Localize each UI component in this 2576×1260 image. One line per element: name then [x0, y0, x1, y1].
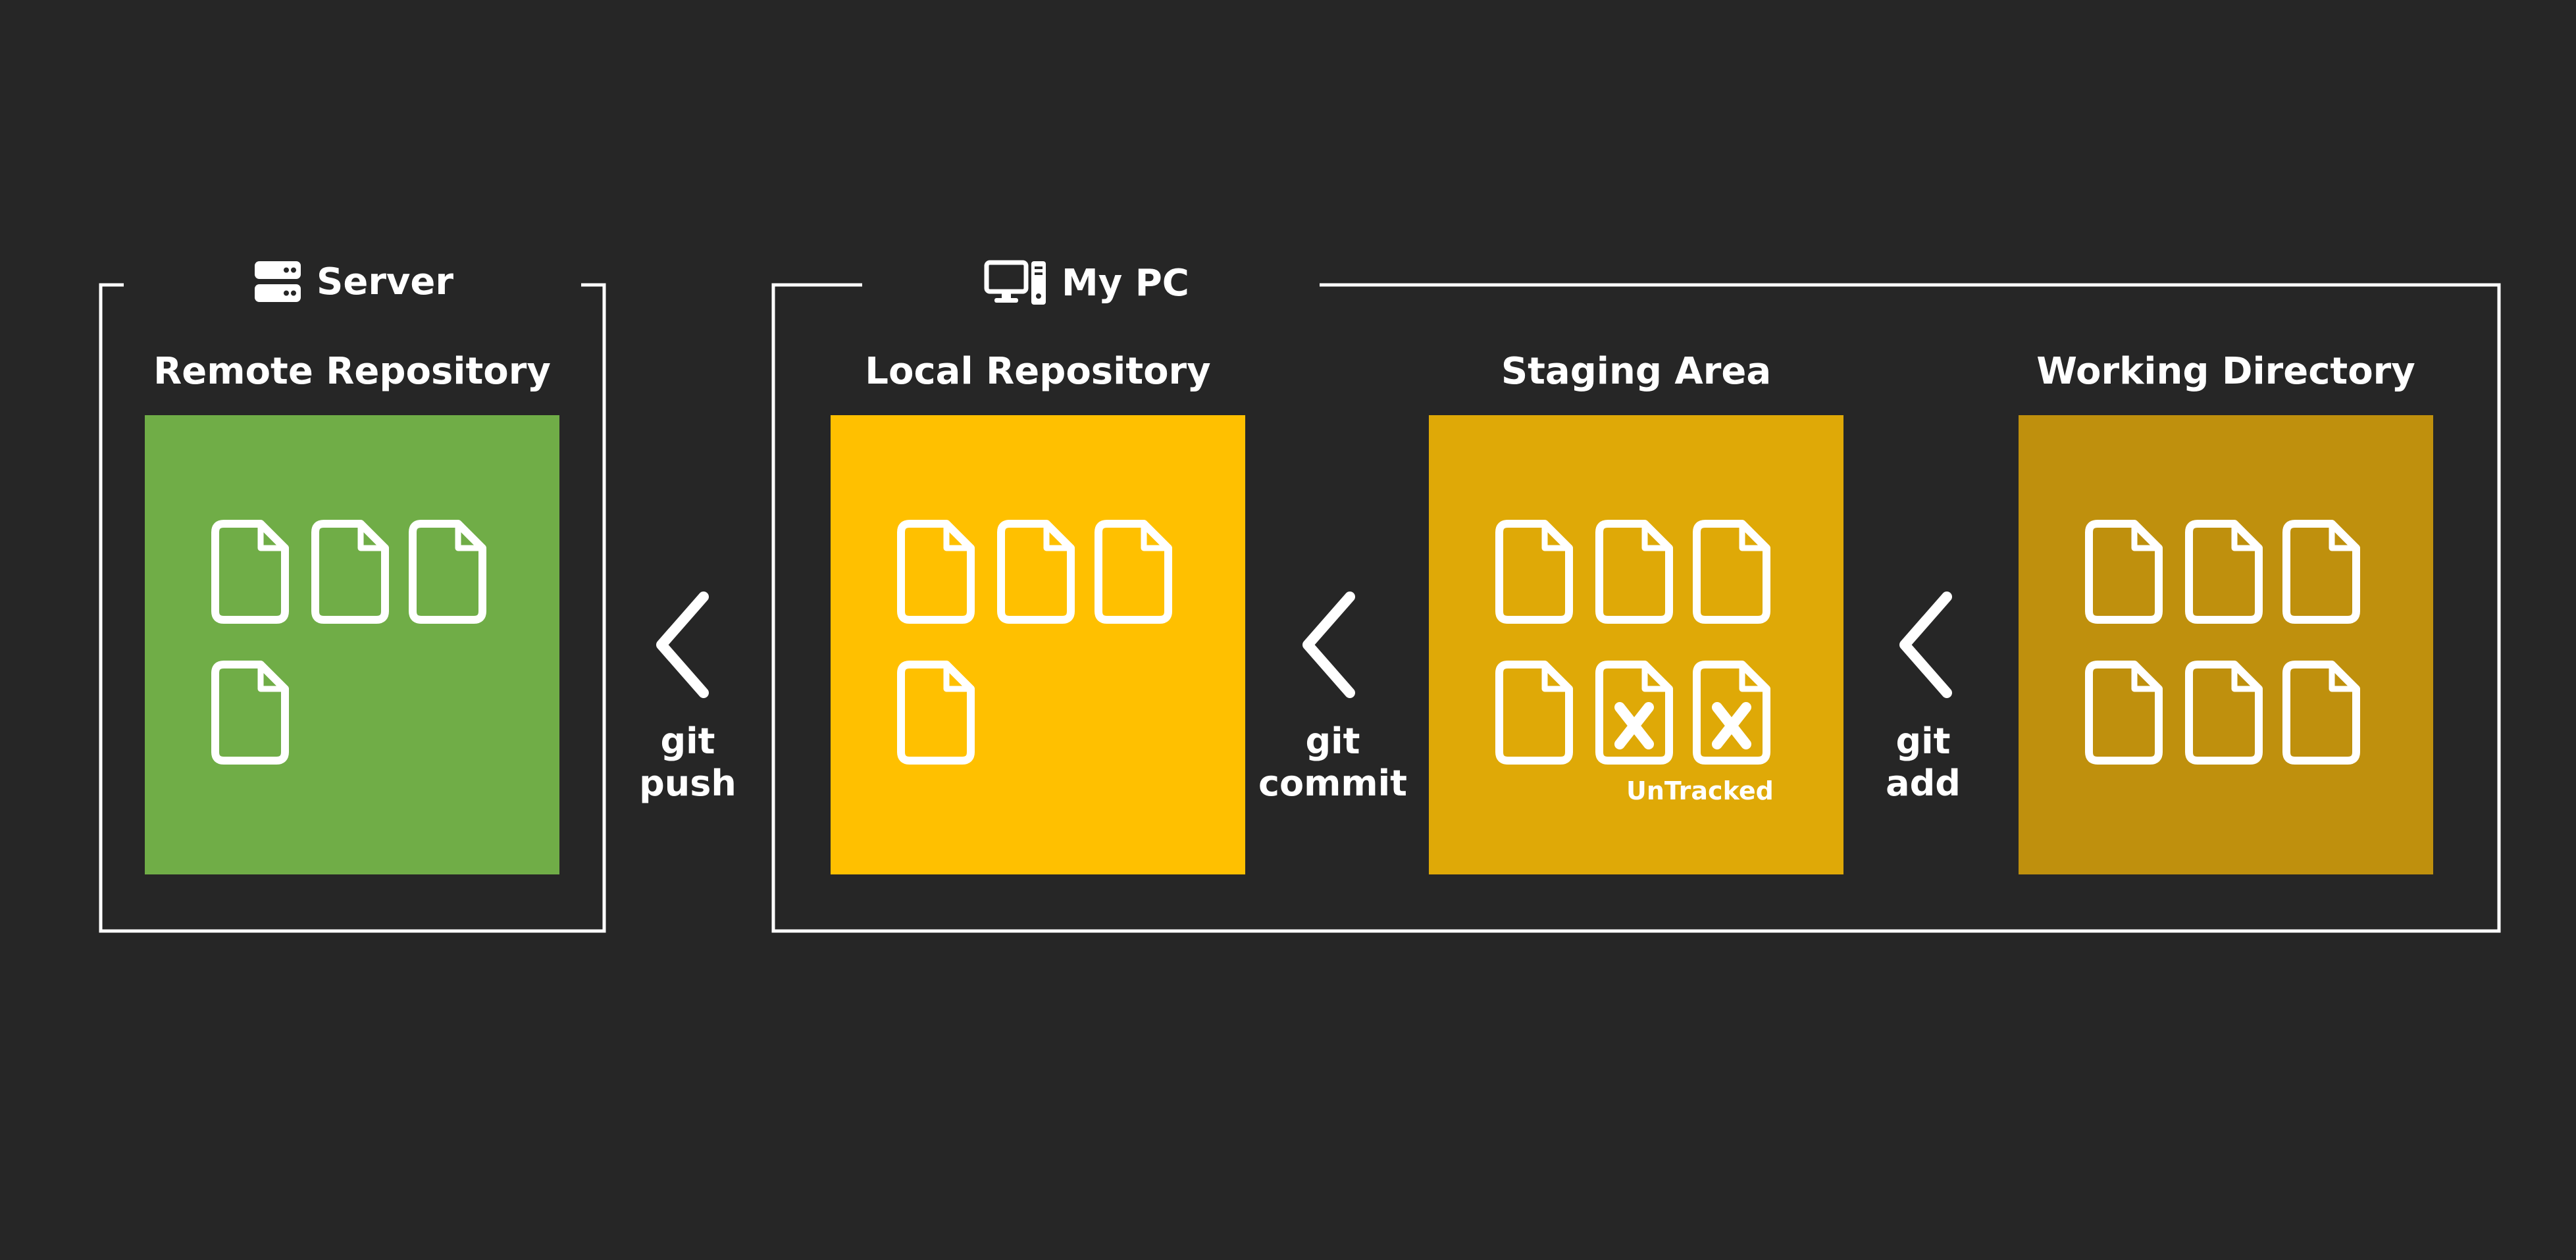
staging-area-panel: UnTracked: [1429, 415, 1843, 874]
git-push-label-line1: git: [660, 720, 715, 762]
file-icon: [1692, 519, 1771, 624]
git-commit-arrow-icon: [1302, 592, 1355, 698]
file-icon: [2282, 660, 2361, 765]
file-icon: [2184, 519, 2263, 624]
file-icon: [996, 519, 1075, 624]
file-icon: [2184, 660, 2263, 765]
remote-repository-panel: [145, 415, 559, 874]
file-icon: [211, 660, 290, 765]
git-push-label: git push: [609, 720, 767, 805]
server-icon: [255, 261, 301, 302]
git-add-label-line1: git: [1895, 720, 1951, 762]
file-icon: [1094, 519, 1173, 624]
git-commit-label-line2: commit: [1258, 763, 1407, 804]
untracked-file-icon: [1595, 660, 1674, 765]
git-add-label-line2: add: [1886, 763, 1961, 804]
git-commit-label: git commit: [1254, 720, 1412, 805]
file-icon: [211, 519, 290, 624]
desktop-computer-icon: [984, 260, 1046, 305]
staging-area-title: Staging Area: [1501, 350, 1772, 393]
my-pc-label: My PC: [1062, 261, 1189, 305]
file-icon: [896, 519, 975, 624]
file-icon: [896, 660, 975, 765]
file-icon: [2084, 660, 2163, 765]
file-icon: [408, 519, 487, 624]
local-repository-panel: [831, 415, 1245, 874]
file-icon: [1495, 660, 1574, 765]
file-icon: [1495, 519, 1574, 624]
git-add-arrow-icon: [1899, 592, 1952, 698]
my-pc-group-label: My PC: [984, 260, 1189, 306]
remote-repository-title: Remote Repository: [153, 350, 551, 393]
git-push-label-line2: push: [639, 763, 736, 804]
git-push-arrow-icon: [656, 592, 709, 698]
server-label: Server: [317, 260, 454, 303]
git-commit-label-line1: git: [1305, 720, 1360, 762]
untracked-label: UnTracked: [1626, 776, 1774, 805]
file-icon: [2084, 519, 2163, 624]
local-repository-title: Local Repository: [865, 350, 1211, 393]
file-icon: [311, 519, 390, 624]
working-directory-title: Working Directory: [2036, 350, 2415, 393]
my-pc-group-frame: [771, 283, 2501, 933]
git-add-label: git add: [1844, 720, 2002, 805]
untracked-file-icon: [1692, 660, 1771, 765]
working-directory-panel: [2019, 415, 2433, 874]
file-icon: [2282, 519, 2361, 624]
server-group-label: Server: [253, 260, 453, 303]
file-icon: [1595, 519, 1674, 624]
